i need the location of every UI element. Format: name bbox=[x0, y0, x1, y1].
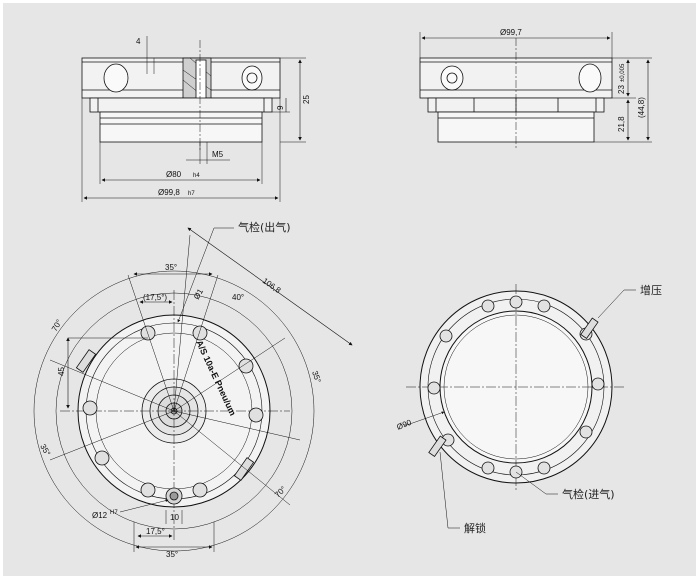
dim-17-5-bottom: 17,5° bbox=[146, 527, 165, 536]
dim-phi1: Ø1 bbox=[192, 287, 205, 301]
dim-35-bottom: 35° bbox=[166, 550, 178, 559]
side-view-right-labels: Ø99,7 23 ±0,005 (44,8) 21,8 bbox=[500, 28, 646, 132]
top-view-left bbox=[33, 227, 353, 552]
dim-70-left: 70° bbox=[50, 318, 64, 333]
dim-phi80-tol: h4 bbox=[193, 173, 200, 179]
dim-10: 10 bbox=[170, 513, 179, 522]
dim-40: 40° bbox=[232, 293, 244, 302]
dim-70-right: 70° bbox=[273, 484, 288, 499]
side-view-left-labels: 4 25 9 M5 Ø80 h4 Ø99,8 h7 bbox=[136, 37, 311, 197]
label-unlock: 解锁 bbox=[464, 521, 486, 535]
dim-4: 4 bbox=[136, 37, 141, 46]
dim-44-8: (44,8) bbox=[637, 97, 646, 118]
dim-35-right: 35° bbox=[310, 370, 323, 384]
dim-m5: M5 bbox=[212, 150, 224, 159]
dim-phi12-tol: H7 bbox=[110, 510, 118, 516]
label-boost: 增压 bbox=[640, 283, 662, 297]
dim-phi80: Ø80 bbox=[166, 170, 182, 179]
dim-23-tol: ±0,005 bbox=[620, 63, 626, 82]
side-view-right bbox=[419, 32, 652, 150]
dim-phi99-7: Ø99,7 bbox=[500, 28, 522, 37]
dim-phi12: Ø12 bbox=[92, 511, 108, 520]
dim-45: 45 bbox=[57, 367, 66, 376]
top-view-right bbox=[403, 284, 636, 529]
dim-phi99-8-tol: h7 bbox=[188, 191, 195, 197]
dim-25: 25 bbox=[302, 95, 311, 104]
dim-21-8: 21,8 bbox=[617, 116, 626, 132]
label-gas-check-in: 气检(进气) bbox=[562, 487, 615, 501]
dim-phi90: Ø90 bbox=[395, 418, 413, 432]
dim-17-5-top: (17,5°) bbox=[143, 293, 167, 302]
dim-35-top: 35° bbox=[165, 263, 177, 272]
dim-9: 9 bbox=[276, 105, 285, 110]
dim-23: 23 bbox=[617, 85, 626, 94]
side-view-left bbox=[81, 36, 306, 202]
dim-35-left: 35° bbox=[38, 443, 52, 458]
dim-phi99-8: Ø99,8 bbox=[158, 188, 180, 197]
dim-106-8: 106,8 bbox=[261, 276, 283, 295]
label-gas-check-out: 气检(出气) bbox=[238, 220, 291, 234]
